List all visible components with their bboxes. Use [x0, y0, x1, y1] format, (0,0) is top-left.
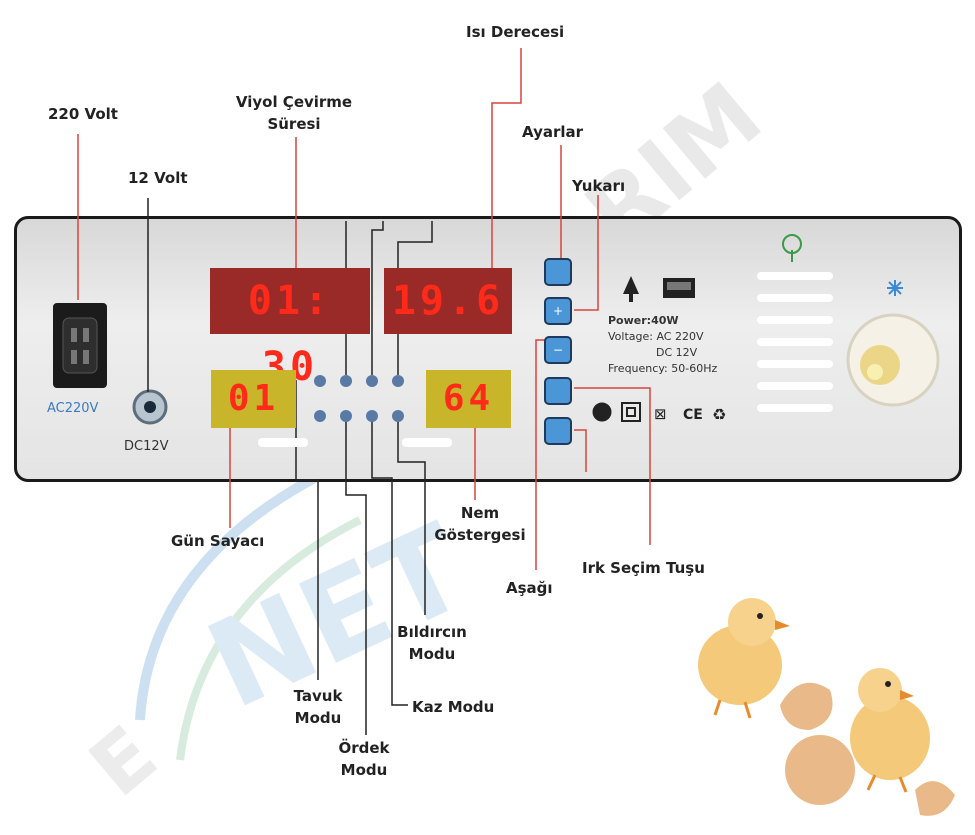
- label-tavuk-line1: Tavuk: [293, 687, 343, 705]
- dc-label: DC12V: [124, 439, 169, 454]
- spec-dc: DC 12V: [656, 346, 698, 359]
- label-ordek-line2: Modu: [340, 761, 388, 779]
- settings-button[interactable]: [544, 258, 572, 286]
- label-ordek-line1: Ördek: [338, 739, 390, 757]
- label-12-volt: 12 Volt: [128, 169, 188, 187]
- label-irk-secim: Irk Seçim Tuşu: [582, 559, 705, 577]
- label-kaz-modu: Kaz Modu: [412, 698, 495, 716]
- square-icon: [621, 402, 641, 422]
- spec-voltage: Voltage: AC 220V: [608, 330, 704, 343]
- label-tavuk-line2: Modu: [294, 709, 342, 727]
- down-button[interactable]: −: [544, 336, 572, 364]
- label-yukari: Yukarı: [572, 177, 626, 195]
- humidity-display: 64: [426, 370, 511, 428]
- label-viyol-line2: Süresi: [267, 115, 321, 133]
- ce-icon: CE: [683, 407, 703, 423]
- plug-icon: [623, 276, 639, 302]
- option-button[interactable]: [544, 417, 572, 445]
- recycle-icon: ♻: [712, 405, 726, 424]
- day-counter-display: 01: [211, 370, 296, 428]
- label-nem-line1: Nem: [460, 504, 500, 522]
- up-button[interactable]: +: [544, 297, 572, 325]
- label-bildircin-line2: Modu: [408, 645, 456, 663]
- led-icon: [887, 280, 903, 296]
- label-isi-derecesi: Isı Derecesi: [466, 23, 565, 41]
- label-gun-sayaci: Gün Sayacı: [171, 532, 265, 550]
- certification-icons: ⊠ CE ♻: [592, 402, 726, 424]
- time-display: 01: 30: [210, 268, 370, 390]
- tree-icon: [782, 234, 802, 262]
- incubator-control-panel: [14, 216, 962, 482]
- chicks-and-eggshells-illustration: [698, 598, 955, 816]
- spec-frequency: Frequency: 50-60Hz: [608, 362, 718, 375]
- label-viyol-line1: Viyol Çevirme: [235, 93, 353, 111]
- temperature-display: 19.6: [384, 268, 512, 334]
- mode-indicators: [314, 375, 404, 422]
- label-nem-line2: Göstergesi: [434, 526, 526, 544]
- label-220-volt: 220 Volt: [48, 105, 118, 123]
- label-asagi: Aşağı: [506, 579, 553, 597]
- label-ayarlar: Ayarlar: [522, 123, 584, 141]
- weee-icon: ⊠: [654, 405, 667, 423]
- battery-icon: [663, 278, 695, 298]
- mode-select-button[interactable]: [544, 377, 572, 405]
- lightning-icon: [592, 402, 612, 422]
- spec-power: Power:40W: [608, 314, 679, 327]
- ac-label: AC220V: [47, 401, 99, 416]
- label-bildircin-line1: Bıldırcın: [397, 623, 467, 641]
